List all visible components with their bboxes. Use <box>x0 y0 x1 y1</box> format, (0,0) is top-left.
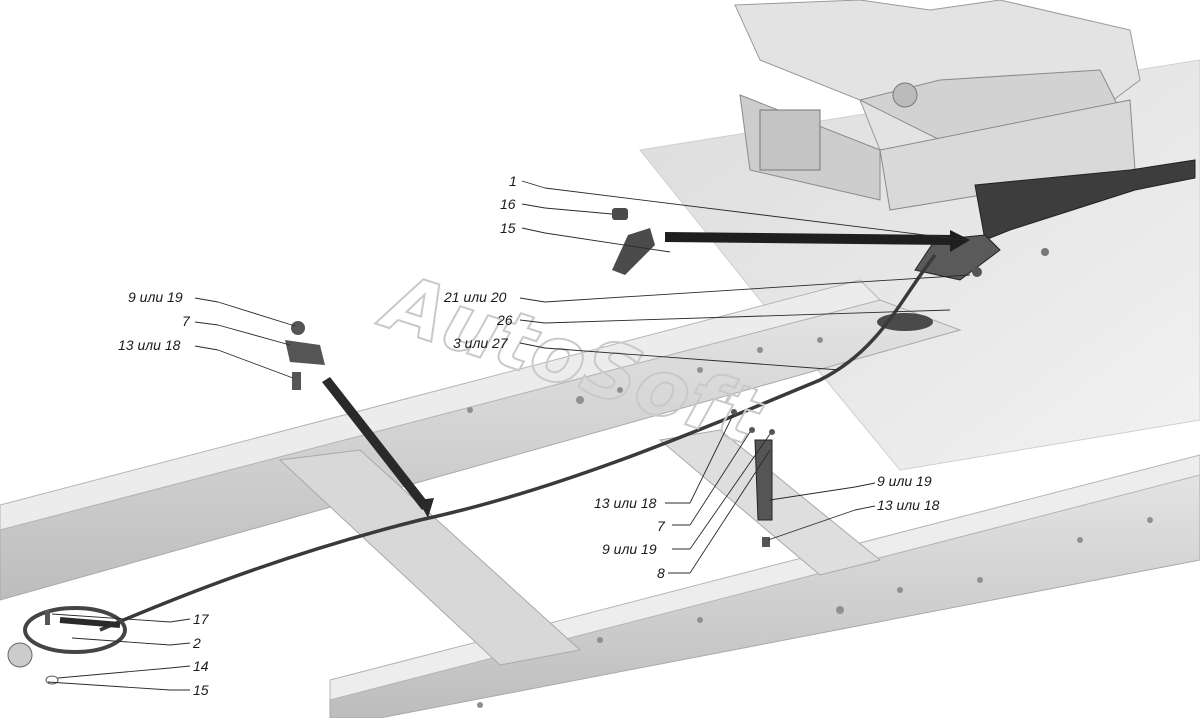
callout-7-left: 7 <box>182 313 191 329</box>
callout-17: 17 <box>193 611 210 627</box>
brake-cable <box>99 253 937 632</box>
callout-15-bottom: 15 <box>193 682 209 698</box>
callout-9-or-19-right: 9 или 19 <box>877 473 932 489</box>
driver-seat <box>734 0 1141 211</box>
callout-13-or-18-left: 13 или 18 <box>118 337 181 353</box>
callout-13-or-18-center: 13 или 18 <box>594 495 657 511</box>
callout-9-or-19-left: 9 или 19 <box>128 289 183 305</box>
callout-3-or-27: 3 или 27 <box>453 335 509 351</box>
callout-1: 1 <box>509 173 517 189</box>
callout-2: 2 <box>192 635 201 651</box>
callout-14: 14 <box>193 658 209 674</box>
callout-13-or-18-right: 13 или 18 <box>877 497 940 513</box>
callout-21-or-20: 21 или 20 <box>443 289 507 305</box>
leader-lines <box>47 180 971 691</box>
exploded-parts <box>285 208 1049 547</box>
callout-7-center: 7 <box>657 518 666 534</box>
callout-15-top: 15 <box>500 220 516 236</box>
callout-8: 8 <box>657 565 665 581</box>
frame-holes <box>467 337 1153 708</box>
exploded-view-arrows <box>322 230 970 518</box>
frame-cross-member <box>278 449 582 666</box>
callout-9-or-19-center: 9 или 19 <box>602 541 657 557</box>
parking-brake-lever <box>914 159 1196 281</box>
rear-equalizer <box>7 606 127 685</box>
callout-26: 26 <box>496 312 513 328</box>
callout-16: 16 <box>500 196 516 212</box>
